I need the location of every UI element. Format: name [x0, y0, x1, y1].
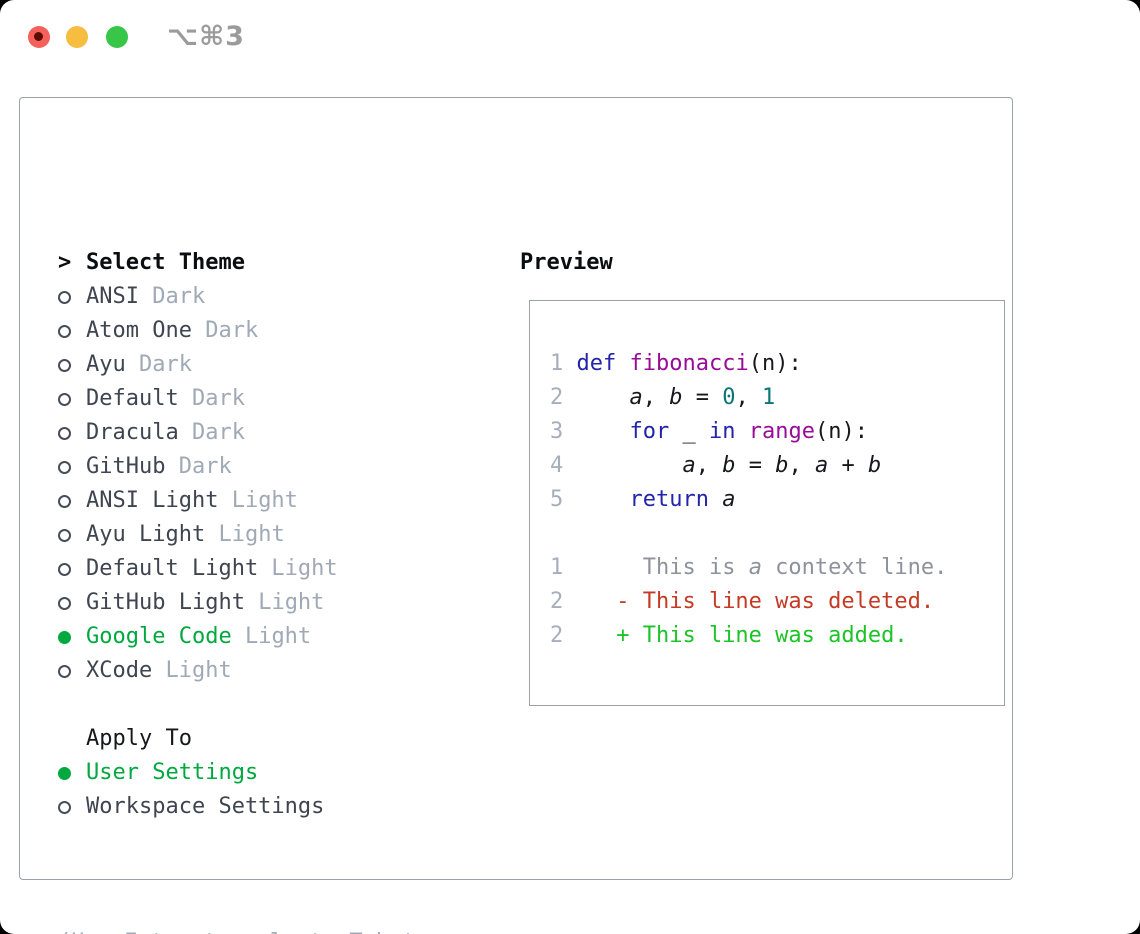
radio-icon [58, 392, 71, 406]
preview-code-line: 1 This is a context line. [550, 555, 948, 580]
theme-option-ansi-light[interactable]: ANSI Light Light [58, 484, 338, 518]
maximize-button[interactable] [106, 26, 128, 48]
option-variant: Light [152, 658, 232, 683]
option-label: GitHub [86, 454, 166, 479]
option-variant: Dark [138, 284, 206, 309]
theme-option-default-light[interactable]: Default Light Light [58, 552, 338, 586]
option-label: Dracula [86, 420, 179, 445]
unsaved-dot-icon [34, 32, 43, 41]
marker [58, 348, 86, 382]
marker [58, 314, 86, 348]
theme-option-ansi[interactable]: ANSI Dark [58, 280, 338, 314]
option-variant: Light [244, 590, 325, 615]
option-variant: Dark [125, 352, 192, 377]
preview-code-line: 2 - This line was deleted. [550, 589, 935, 614]
option-label: Google Code [86, 624, 232, 649]
marker [58, 756, 86, 790]
apply-to-header: Apply To [86, 726, 192, 751]
option-label: Ayu [86, 352, 126, 377]
apply-to-header-spacer [58, 722, 86, 756]
theme-option-google-code[interactable]: Google Code Light [58, 620, 338, 654]
option-label: Atom One [86, 318, 192, 343]
option-variant: Light [218, 488, 298, 513]
radio-selected-icon [58, 630, 71, 644]
marker [58, 450, 86, 484]
option-variant: Dark [178, 420, 245, 445]
radio-icon [58, 494, 71, 508]
theme-option-github-light[interactable]: GitHub Light Light [58, 586, 338, 620]
radio-icon [58, 800, 71, 814]
marker [58, 484, 86, 518]
option-variant: Dark [191, 318, 259, 343]
radio-icon [58, 426, 71, 440]
option-label: Ayu Light [86, 522, 206, 547]
theme-option-dracula[interactable]: Dracula Dark [58, 416, 338, 450]
marker [58, 280, 86, 314]
marker [58, 518, 86, 552]
apply-to-header-row: Apply To [58, 722, 324, 756]
marker [58, 654, 86, 688]
radio-icon [58, 324, 71, 338]
option-variant: Light [258, 556, 338, 581]
theme-list-header-row: > Select Theme [58, 246, 338, 280]
apply-option-workspace-settings[interactable]: Workspace Settings [58, 790, 324, 824]
theme-option-default[interactable]: Default Dark [58, 382, 338, 416]
marker [58, 586, 86, 620]
theme-option-github[interactable]: GitHub Dark [58, 450, 338, 484]
marker [58, 620, 86, 654]
theme-option-ayu-light[interactable]: Ayu Light Light [58, 518, 338, 552]
marker [58, 790, 86, 824]
titlebar: ⌥⌘3 [0, 0, 1140, 74]
radio-icon [58, 664, 71, 678]
option-label: Workspace Settings [86, 794, 325, 819]
apply-option-user-settings[interactable]: User Settings [58, 756, 324, 790]
radio-icon [58, 460, 71, 474]
help-line-1: (Use Enter to select, Tab to [58, 926, 429, 934]
preview-code-line: 4 a, b = b, a + b [550, 453, 882, 478]
preview-code-line: 2 a, b = 0, 1 [550, 385, 776, 410]
radio-icon [58, 562, 71, 576]
option-variant: Light [231, 624, 312, 649]
radio-icon [58, 528, 71, 542]
preview-code-line: 3 for _ in range(n): [550, 419, 868, 444]
preview-code: 1 def fibonacci(n): 2 a, b = 0, 1 3 for _ … [530, 301, 1004, 653]
preview-title: Preview [520, 250, 613, 275]
option-label: ANSI [86, 284, 139, 309]
option-label: XCode [86, 658, 153, 683]
marker [58, 552, 86, 586]
option-variant: Dark [178, 386, 245, 411]
preview-code-line [550, 517, 1004, 551]
focus-caret-icon: > [58, 250, 72, 275]
preview-code-line: 2 + This line was added. [550, 623, 908, 648]
help-text: (Use Enter to select, Tab to change focu… [58, 858, 429, 934]
close-button[interactable] [28, 26, 50, 48]
radio-icon [58, 290, 71, 304]
theme-option-atom-one[interactable]: Atom One Dark [58, 314, 338, 348]
preview-code-line: 1 def fibonacci(n): [550, 351, 802, 376]
minimize-button[interactable] [66, 26, 88, 48]
option-label: GitHub Light [86, 590, 245, 615]
preview-code-line: 5 return a [550, 487, 736, 512]
option-variant: Light [205, 522, 285, 547]
option-variant: Dark [165, 454, 232, 479]
option-label: ANSI Light [86, 488, 219, 513]
preview-box: 1 def fibonacci(n): 2 a, b = 0, 1 3 for _ … [529, 300, 1005, 706]
radio-icon [58, 358, 71, 372]
window-title: ⌥⌘3 [167, 21, 245, 52]
theme-option-xcode[interactable]: XCode Light [58, 654, 338, 688]
option-label: Default Light [86, 556, 259, 581]
theme-list-header: Select Theme [86, 250, 245, 275]
theme-option-ayu[interactable]: Ayu Dark [58, 348, 338, 382]
marker [58, 416, 86, 450]
marker [58, 382, 86, 416]
option-label: User Settings [86, 760, 259, 785]
option-label: Default [86, 386, 179, 411]
radio-selected-icon [58, 766, 71, 780]
radio-icon [58, 596, 71, 610]
